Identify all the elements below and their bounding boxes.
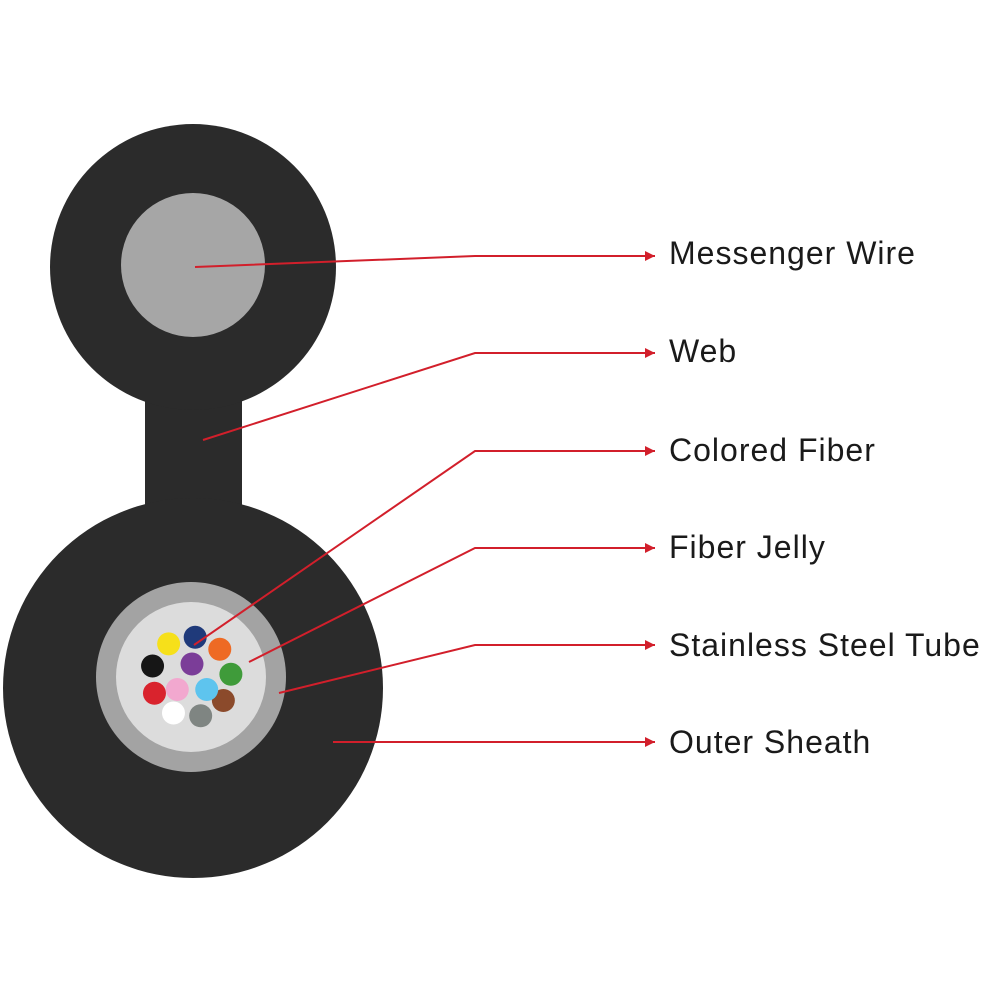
label-messenger-wire: Messenger Wire	[669, 235, 916, 271]
label-outer-sheath: Outer Sheath	[669, 724, 871, 760]
leader-line-fiber-jelly	[248, 543, 655, 663]
cable-body	[3, 124, 383, 878]
leader-lines	[193, 251, 655, 747]
fiber-red	[142, 681, 166, 705]
leader-line-stainless-steel-tube	[278, 640, 655, 694]
label-web: Web	[669, 333, 737, 369]
leader-line-messenger-wire	[194, 251, 655, 268]
leader-line-web	[202, 348, 655, 441]
fiber-brown	[211, 689, 235, 713]
fiber-blue	[183, 625, 207, 649]
fiber-yellow	[157, 632, 181, 656]
label-colored-fiber: Colored Fiber	[669, 432, 876, 468]
fiber-white	[161, 701, 185, 725]
fiber-rose	[165, 678, 189, 701]
fiber-slate	[189, 704, 213, 728]
fiber-orange	[208, 637, 232, 661]
fiber-violet	[180, 652, 204, 676]
fiber-green	[219, 662, 243, 686]
fiber-jelly	[116, 602, 266, 752]
colored-fibers	[141, 625, 243, 728]
fiber-aqua	[195, 678, 219, 701]
labels: Messenger Wire Web Colored Fiber Fiber J…	[669, 235, 981, 760]
label-fiber-jelly: Fiber Jelly	[669, 529, 826, 565]
leader-line-colored-fiber	[193, 446, 655, 646]
label-stainless-steel-tube: Stainless Steel Tube	[669, 627, 981, 663]
messenger-wire	[121, 193, 265, 337]
fiber-black	[141, 654, 165, 678]
